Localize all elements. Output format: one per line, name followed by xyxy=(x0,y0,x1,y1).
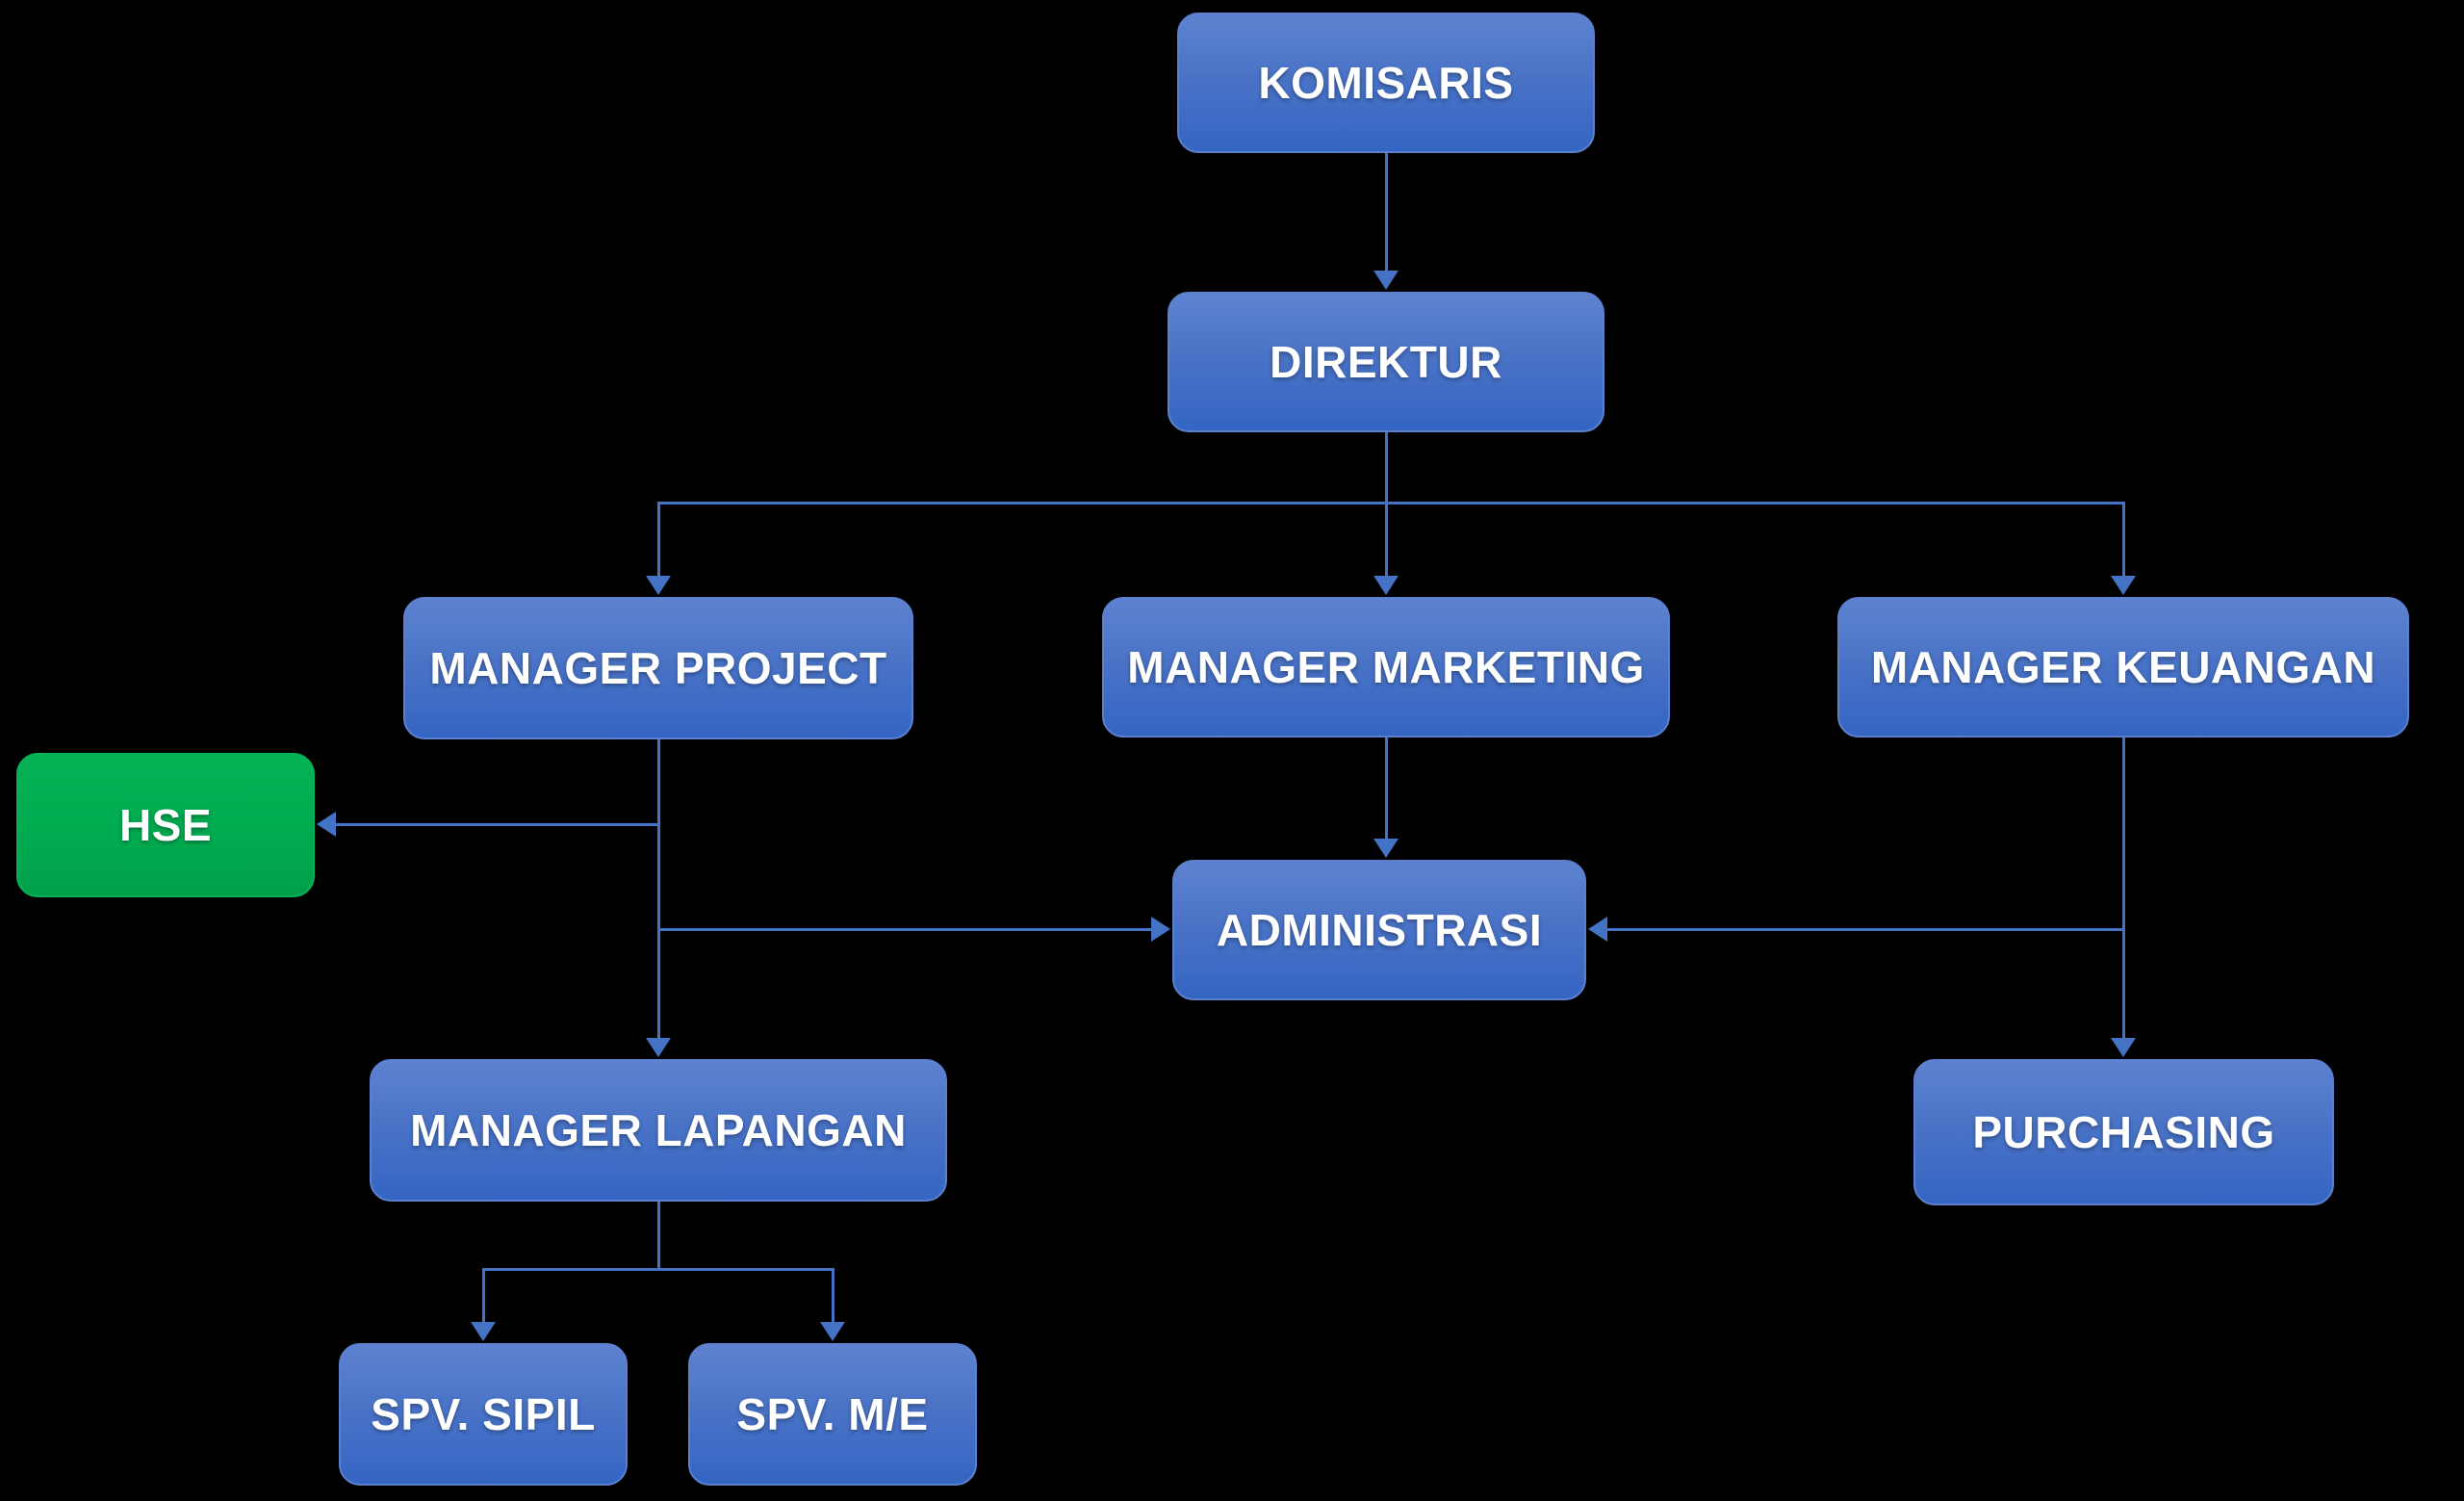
connector-project-hse xyxy=(336,823,659,826)
connector-project-administrasi xyxy=(658,928,1151,931)
node-komisaris[interactable]: KOMISARIS xyxy=(1177,13,1595,153)
arrowhead-into-manager-keuangan xyxy=(2111,576,2136,595)
branch-bar-spv xyxy=(482,1268,834,1271)
node-manager-lapangan[interactable]: MANAGER LAPANGAN xyxy=(370,1059,947,1202)
connector-branch-spv-sipil xyxy=(482,1268,485,1324)
arrowhead-into-manager-marketing xyxy=(1373,576,1399,595)
arrowhead-into-direktur xyxy=(1373,271,1399,290)
node-manager-project[interactable]: MANAGER PROJECT xyxy=(403,597,913,739)
node-spv-sipil[interactable]: SPV. SIPIL xyxy=(339,1343,628,1486)
connector-branch-spv-me xyxy=(832,1268,834,1324)
arrowhead-into-administrasi-right xyxy=(1588,917,1607,942)
arrowhead-into-administrasi-left xyxy=(1151,917,1170,942)
arrowhead-into-spv-me xyxy=(820,1322,845,1341)
connector-direktur-branch xyxy=(1385,432,1388,505)
arrowhead-into-administrasi-top xyxy=(1373,839,1399,858)
connector-marketing-administrasi xyxy=(1385,738,1388,841)
node-direktur[interactable]: DIREKTUR xyxy=(1168,292,1604,432)
connector-lapangan-branch xyxy=(657,1202,660,1271)
connector-project-lapangan xyxy=(657,739,660,1040)
connector-keuangan-administrasi xyxy=(1607,928,2125,931)
node-manager-marketing[interactable]: MANAGER MARKETING xyxy=(1102,597,1670,738)
node-purchasing[interactable]: PURCHASING xyxy=(1913,1059,2334,1205)
arrowhead-into-spv-sipil xyxy=(471,1322,496,1341)
node-spv-me[interactable]: SPV. M/E xyxy=(688,1343,977,1486)
node-hse[interactable]: HSE xyxy=(16,753,315,897)
connector-branch-manager-marketing xyxy=(1385,502,1388,578)
branch-bar-managers xyxy=(657,502,2125,505)
node-administrasi[interactable]: ADMINISTRASI xyxy=(1172,860,1586,1000)
connector-branch-manager-project xyxy=(657,502,660,578)
arrowhead-into-manager-project xyxy=(646,576,671,595)
arrowhead-into-hse xyxy=(317,812,336,837)
connector-komisaris-direktur xyxy=(1385,153,1388,272)
node-manager-keuangan[interactable]: MANAGER KEUANGAN xyxy=(1837,597,2409,738)
connector-branch-manager-keuangan xyxy=(2122,502,2125,578)
arrowhead-into-manager-lapangan xyxy=(646,1038,671,1057)
connector-keuangan-purchasing xyxy=(2122,738,2125,1040)
arrowhead-into-purchasing xyxy=(2111,1038,2136,1057)
